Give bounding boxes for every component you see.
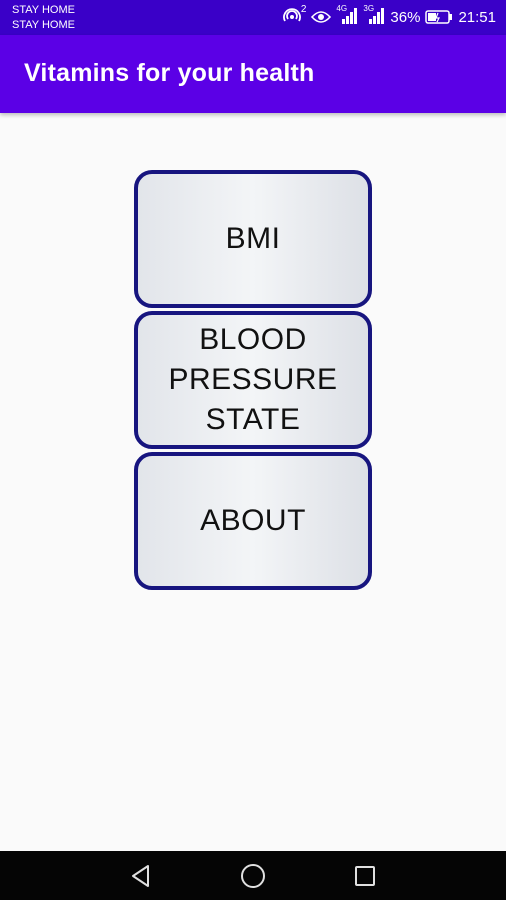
carrier-line-2: STAY HOME bbox=[12, 19, 75, 31]
battery-percent: 36% bbox=[390, 8, 421, 26]
about-button[interactable]: ABOUT bbox=[134, 452, 372, 590]
blood-pressure-state-button-label: BLOOD PRESSURE STATE bbox=[168, 323, 338, 436]
home-icon[interactable] bbox=[240, 863, 266, 889]
bmi-button[interactable]: BMI bbox=[134, 170, 372, 308]
navigation-bar bbox=[0, 851, 506, 900]
clock: 21:51 bbox=[458, 8, 496, 26]
network-type-2: 3G bbox=[363, 4, 375, 13]
signal-icon-2: 3G bbox=[363, 4, 385, 27]
network-type-1: 4G bbox=[336, 4, 348, 13]
eye-icon bbox=[311, 10, 332, 24]
back-icon[interactable] bbox=[128, 863, 154, 889]
hotspot-count: 2 bbox=[300, 4, 307, 15]
hotspot-icon: 2 bbox=[282, 4, 307, 27]
carrier-line-1: STAY HOME bbox=[12, 4, 75, 16]
recents-icon[interactable] bbox=[352, 863, 378, 889]
blood-pressure-state-button[interactable]: BLOOD PRESSURE STATE bbox=[134, 311, 372, 449]
about-button-label: ABOUT bbox=[200, 504, 306, 537]
carrier-text: STAY HOME STAY HOME bbox=[12, 3, 75, 33]
status-icons: 2 4G 3G 36% bbox=[282, 4, 496, 27]
app-bar: Vitamins for your health bbox=[0, 35, 506, 113]
status-bar: STAY HOME STAY HOME 2 4G bbox=[0, 0, 506, 35]
app-title: Vitamins for your health bbox=[24, 59, 315, 87]
signal-icon-1: 4G bbox=[336, 4, 358, 27]
bmi-button-label: BMI bbox=[225, 222, 281, 255]
battery-icon bbox=[425, 10, 453, 24]
